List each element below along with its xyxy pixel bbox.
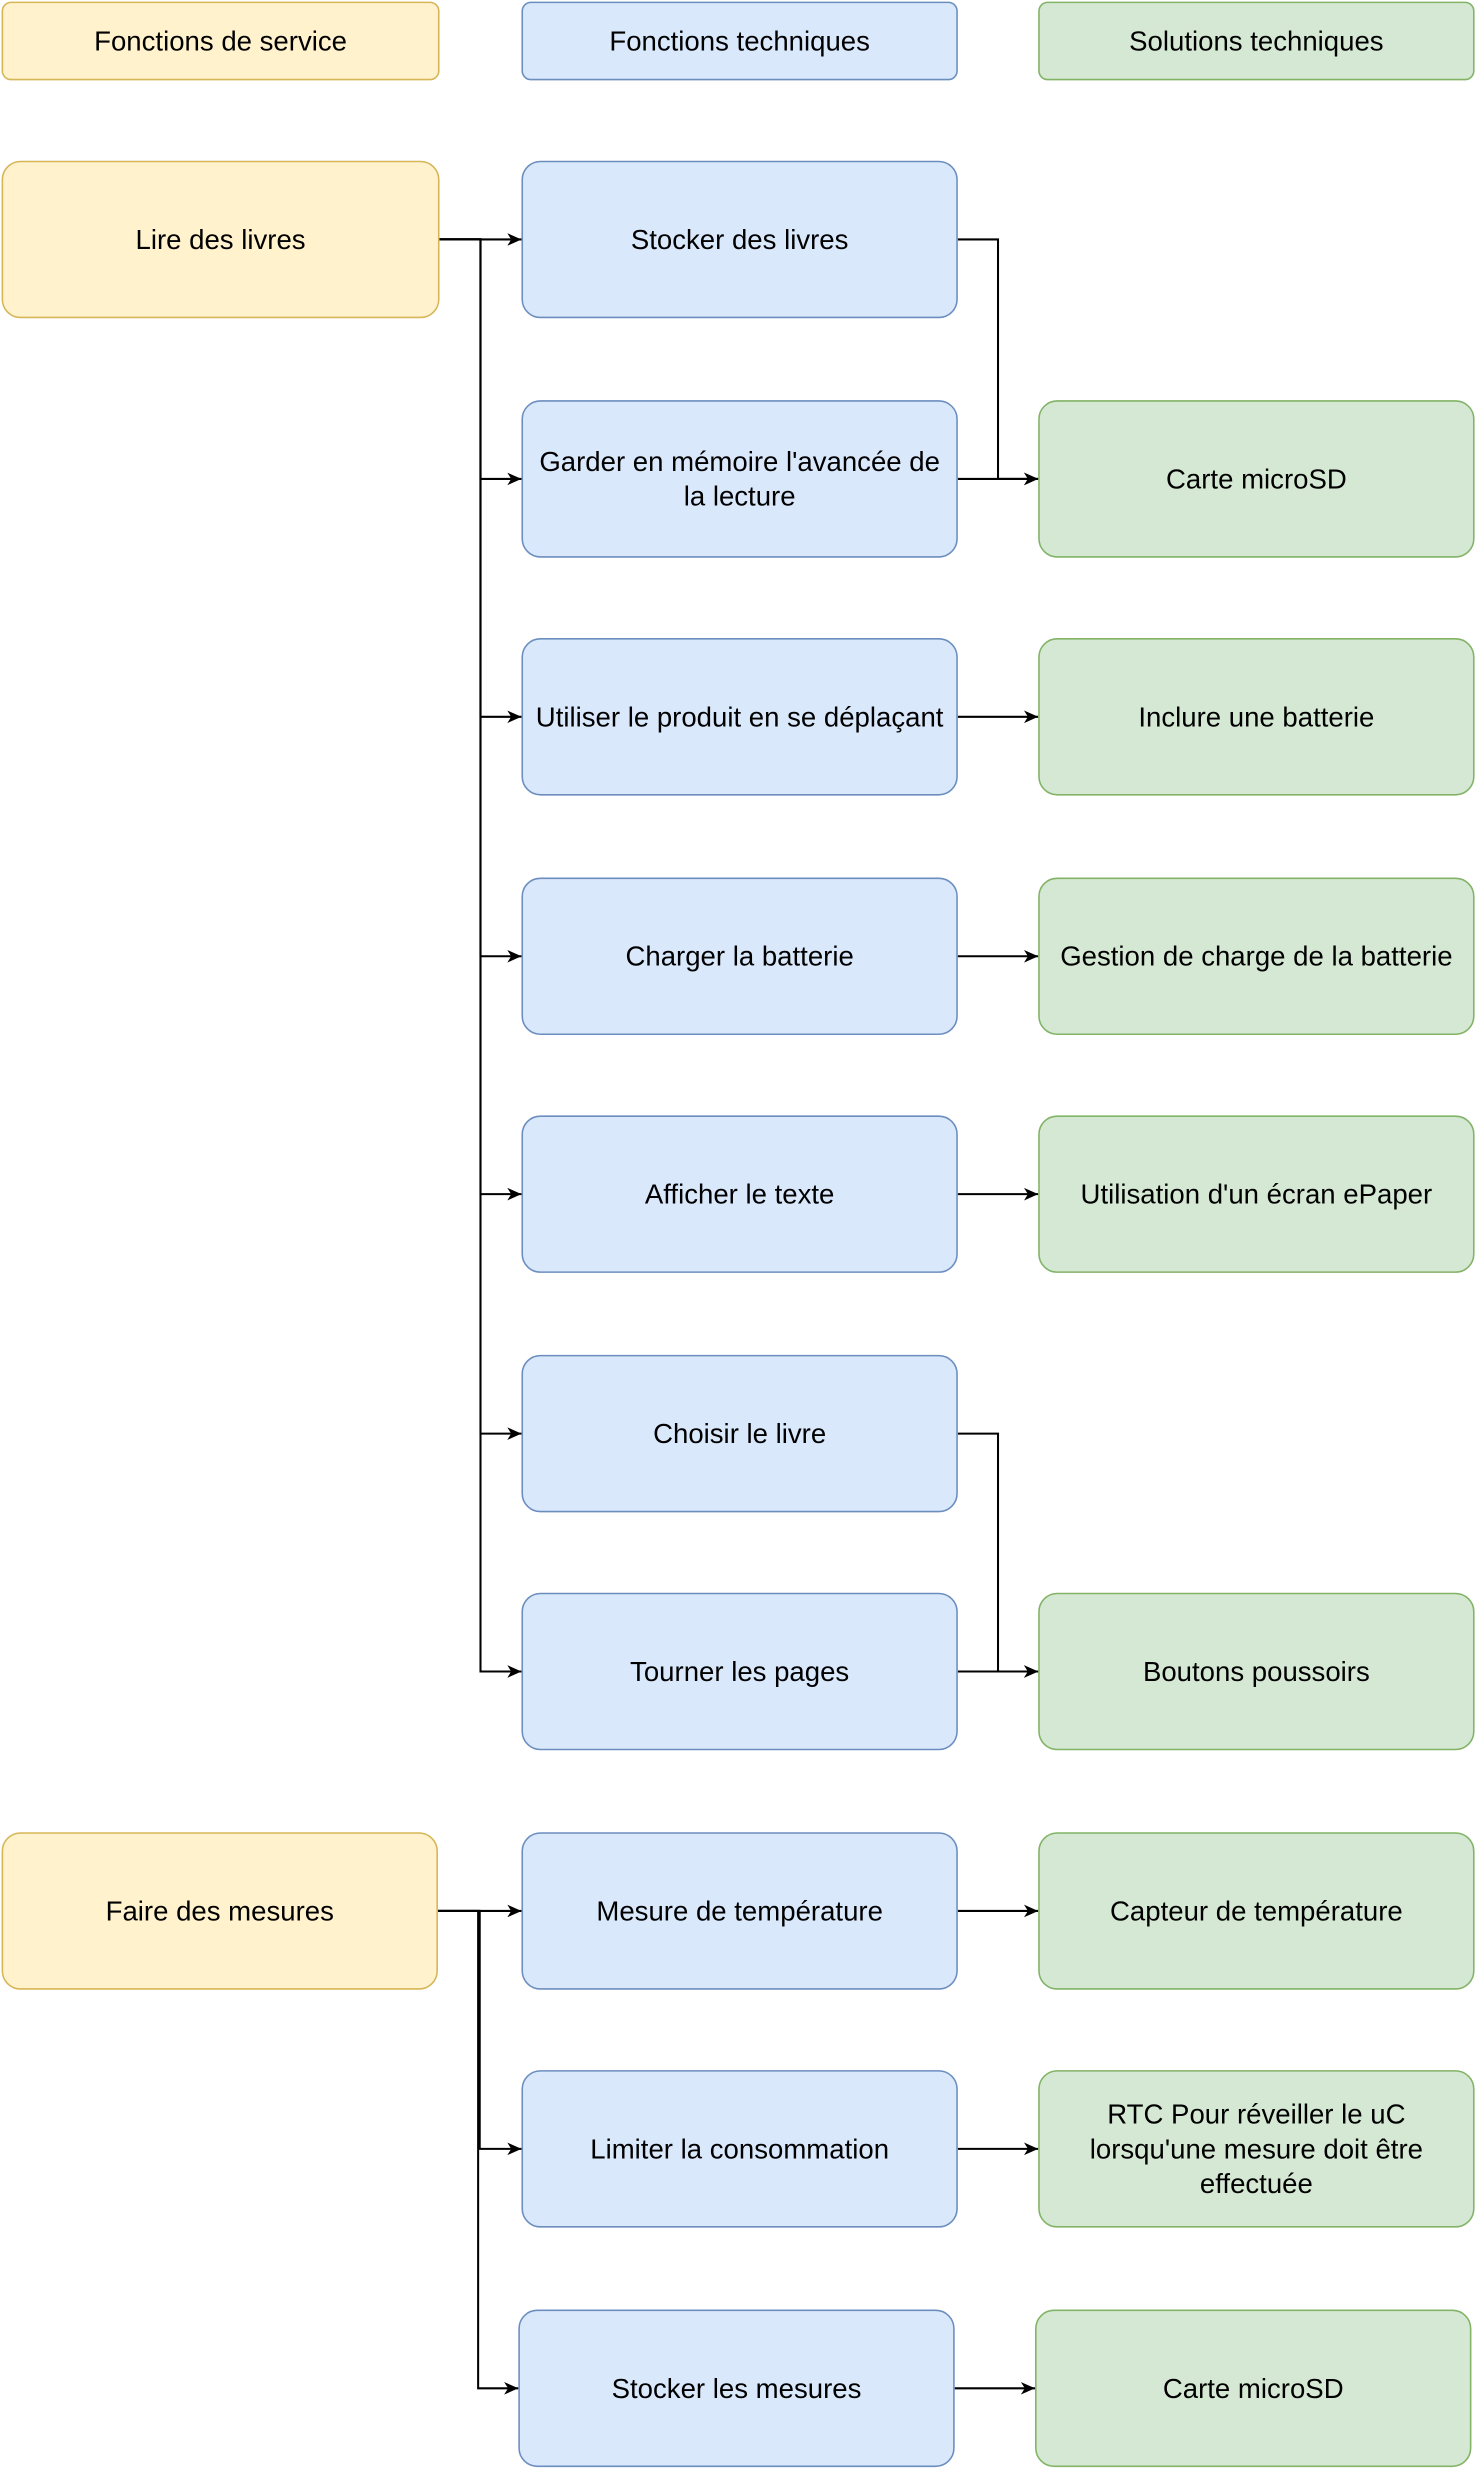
technical-function-charge-battery[interactable]: Charger la batterie	[521, 877, 958, 1036]
technical-function-measure-temperature[interactable]: Mesure de température	[521, 1832, 958, 1990]
connector-s2-to-t9	[437, 1909, 522, 2156]
solution-microsd-card-measurements[interactable]: Carte microSD	[1035, 2309, 1472, 2468]
solution-rtc-wakeup[interactable]: RTC Pour réveiller le uC lorsqu'une mesu…	[1038, 2070, 1475, 2228]
technical-function-store-measurements[interactable]: Stocker les mesures	[518, 2309, 955, 2468]
connector-t6-to-u5	[957, 1432, 1039, 1678]
connector-t1-to-u1	[957, 238, 1039, 486]
header-technical-solutions: Solutions techniques	[1038, 1, 1475, 81]
service-function-take-measurements[interactable]: Faire des mesures	[1, 1832, 438, 1990]
solution-battery-charge-management[interactable]: Gestion de charge de la batterie	[1038, 877, 1475, 1036]
connector-s2-to-t10	[437, 1909, 519, 2395]
header-technical-functions: Fonctions techniques	[521, 1, 958, 81]
technical-function-mobile-use[interactable]: Utiliser le produit en se déplaçant	[521, 638, 958, 796]
service-function-read-books[interactable]: Lire des livres	[1, 160, 440, 319]
technical-function-choose-book[interactable]: Choisir le livre	[521, 1354, 958, 1513]
solution-push-buttons[interactable]: Boutons poussoirs	[1038, 1592, 1475, 1751]
solution-temperature-sensor[interactable]: Capteur de température	[1038, 1832, 1475, 1990]
solution-epaper-screen[interactable]: Utilisation d'un écran ePaper	[1038, 1115, 1475, 1273]
header-service-functions: Fonctions de service	[1, 1, 440, 81]
technical-function-turn-pages[interactable]: Tourner les pages	[521, 1592, 958, 1751]
technical-function-store-books[interactable]: Stocker des livres	[521, 160, 958, 319]
connector-s1-to-t7	[439, 238, 522, 1678]
solution-microsd-card[interactable]: Carte microSD	[1038, 400, 1475, 558]
technical-function-limit-consumption[interactable]: Limiter la consommation	[521, 2070, 958, 2228]
solution-include-battery[interactable]: Inclure une batterie	[1038, 638, 1475, 796]
technical-function-remember-progress[interactable]: Garder en mémoire l'avancée de la lectur…	[521, 400, 958, 558]
technical-function-display-text[interactable]: Afficher le texte	[521, 1115, 958, 1273]
